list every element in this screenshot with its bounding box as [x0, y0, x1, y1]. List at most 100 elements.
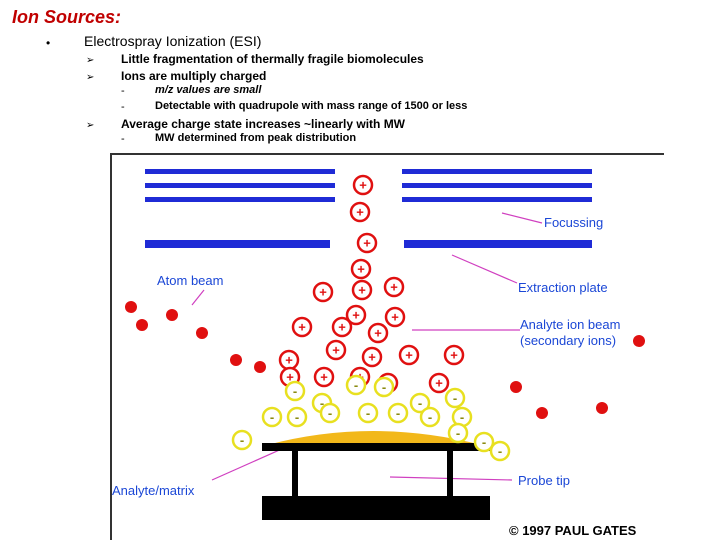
label-atom-beam: Atom beam: [157, 273, 224, 288]
positive-ion-ring: [384, 306, 406, 328]
positive-ion: +: [312, 281, 334, 303]
positive-ion-sign: +: [435, 376, 443, 391]
positive-ion-ring: [325, 339, 347, 361]
atom-dot: [596, 402, 608, 414]
negative-ion: -: [419, 406, 441, 428]
positive-ion-sign: +: [450, 348, 458, 363]
point-multiply-charged: Ions are multiply charged: [121, 69, 267, 83]
focusing-plate-right-top: [402, 169, 592, 174]
negative-ion: -: [373, 376, 395, 398]
positive-ion: +: [443, 344, 465, 366]
dash-marker: -: [121, 101, 125, 113]
positive-ion-ring: [398, 344, 420, 366]
arrow-bullet-icon: ➢: [86, 72, 95, 83]
label-focussing: Focussing: [544, 215, 604, 230]
negative-ion-sign: -: [382, 380, 386, 395]
atom-dot: [136, 319, 148, 331]
pointer-atom-beam: [191, 289, 205, 306]
negative-ion-sign: -: [293, 384, 297, 399]
sample-matrix-dome: [267, 431, 482, 445]
subpoint-mz-small: m/z values are small: [155, 84, 262, 96]
positive-ion-sign: +: [359, 178, 367, 193]
label-analyte-ion-beam: Analyte ion beam: [520, 317, 621, 332]
label-probe-tip: Probe tip: [518, 473, 571, 488]
positive-ion-ring: [312, 281, 334, 303]
positive-ion-ring: [352, 174, 374, 196]
negative-ion-ring: [319, 402, 341, 424]
pointer-focussing: [501, 212, 543, 224]
negative-ion-ring: [473, 431, 495, 453]
positive-ion-sign: +: [320, 370, 328, 385]
positive-ion-ring: [428, 372, 450, 394]
negative-ion-sign: -: [295, 410, 299, 425]
negative-ion: -: [345, 374, 367, 396]
negative-ion-sign: -: [418, 396, 422, 411]
atom-dot: [254, 361, 266, 373]
atom-dot: [125, 301, 137, 313]
negative-ion-sign: -: [366, 406, 370, 421]
positive-ion-sign: +: [338, 320, 346, 335]
point-charge-state: Average charge state increases ~linearly…: [121, 117, 406, 131]
atom-dot: [166, 309, 178, 321]
atom-dot: [510, 381, 522, 393]
positive-ion-ring: [351, 279, 373, 301]
positive-ion-sign: +: [286, 370, 294, 385]
negative-ion: -: [284, 380, 306, 402]
dash-marker: -: [121, 85, 125, 97]
negative-ion-sign: -: [456, 426, 460, 441]
positive-ion-ring: [313, 366, 335, 388]
probe-base: [262, 496, 490, 520]
label-analyte-matrix: Analyte/matrix: [112, 483, 195, 498]
negative-ion-sign: -: [240, 433, 244, 448]
negative-ion-ring: [373, 376, 395, 398]
atom-dot: [633, 335, 645, 347]
negative-ion: -: [473, 431, 495, 453]
atom-dot: [196, 327, 208, 339]
negative-ion-ring: [444, 387, 466, 409]
dash-marker: -: [121, 133, 125, 145]
focusing-plate-left-top: [145, 169, 335, 174]
positive-ion-ring: [291, 316, 313, 338]
negative-ion-sign: -: [460, 410, 464, 425]
slide-title: Ion Sources:: [12, 7, 122, 27]
subpoint-quadrupole: Detectable with quadrupole with mass ran…: [155, 100, 468, 112]
probe-leg-left: [292, 451, 298, 496]
esi-diagram-graphics: ++++++++++++++++++++++ -----------------: [125, 169, 645, 520]
negative-ion: -: [261, 406, 283, 428]
negative-ion-ring: [286, 406, 308, 428]
negative-ion-sign: -: [498, 444, 502, 459]
negative-ion: -: [444, 387, 466, 409]
negative-ion: -: [489, 440, 511, 462]
negative-ion-ring: [345, 374, 367, 396]
negative-ion: -: [319, 402, 341, 424]
negative-ion: -: [357, 402, 379, 424]
negative-ion-sign: -: [328, 406, 332, 421]
probe-leg-right: [447, 451, 453, 496]
probe-top-plate: [262, 443, 490, 451]
positive-ion: +: [350, 258, 372, 280]
arrow-bullet-icon: ➢: [86, 55, 95, 66]
positive-ion: +: [349, 201, 371, 223]
negative-ion: -: [387, 402, 409, 424]
negative-ion-sign: -: [428, 410, 432, 425]
bullet-marker: •: [46, 36, 51, 50]
focusing-plate-left-middle: [145, 183, 335, 188]
positive-ion-sign: +: [374, 326, 382, 341]
positive-ion-sign: +: [390, 280, 398, 295]
bullet-esi: Electrospray Ionization (ESI): [84, 33, 262, 49]
extraction-plate-right: [404, 240, 592, 248]
positive-ion-ring: [361, 346, 383, 368]
negative-ion: -: [409, 392, 431, 414]
positive-ion-ring: [383, 276, 405, 298]
positive-ion-ring: [356, 232, 378, 254]
positive-ion-ring: [443, 344, 465, 366]
negative-ion-sign: -: [396, 406, 400, 421]
positive-ion: +: [356, 232, 378, 254]
positive-ion-sign: +: [352, 308, 360, 323]
positive-ion-sign: +: [357, 262, 365, 277]
label-extraction-plate: Extraction plate: [518, 280, 608, 295]
negative-ion-ring: [447, 422, 469, 444]
positive-ion-sign: +: [319, 285, 327, 300]
negative-ion-ring: [231, 429, 253, 451]
positive-ion: +: [383, 276, 405, 298]
